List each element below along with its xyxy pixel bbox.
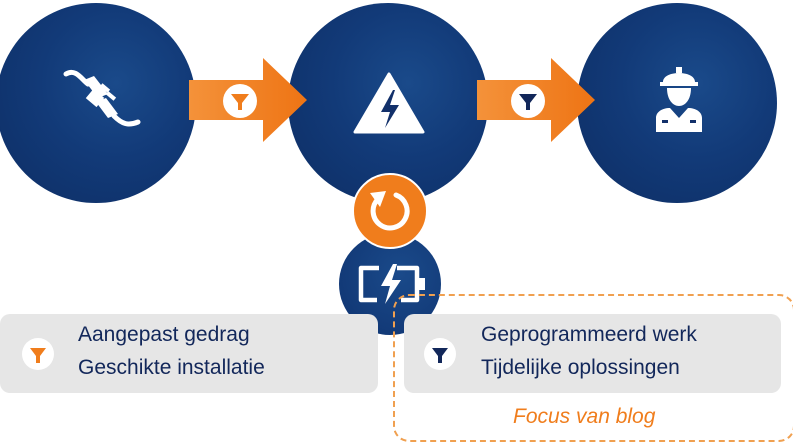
- measures-box-right: Geprogrammeerd werk Tijdelijke oplossing…: [404, 314, 781, 393]
- filter-icon: [511, 84, 545, 118]
- box-filter-badge: [22, 338, 54, 370]
- box-line: Geprogrammeerd werk: [481, 323, 697, 346]
- measures-box-left: Aangepast gedrag Geschikte installatie: [0, 314, 378, 393]
- plug-icon: [63, 69, 141, 127]
- filter-icon: [30, 348, 46, 363]
- filter-icon: [432, 348, 448, 363]
- box-line: Geschikte installatie: [78, 356, 265, 379]
- filter-icon: [223, 84, 257, 118]
- box-filter-badge: [424, 338, 456, 370]
- high-voltage-icon: [353, 72, 425, 134]
- box-line: Aangepast gedrag: [78, 323, 250, 346]
- box-line: Tijdelijke oplossingen: [481, 356, 680, 379]
- restart-badge: [352, 173, 428, 249]
- focus-label: Focus van blog: [513, 405, 656, 428]
- battery-charging-icon: [358, 264, 425, 304]
- worker-icon: [656, 67, 702, 132]
- refresh-icon: [370, 191, 410, 231]
- focus-frame: [393, 294, 793, 442]
